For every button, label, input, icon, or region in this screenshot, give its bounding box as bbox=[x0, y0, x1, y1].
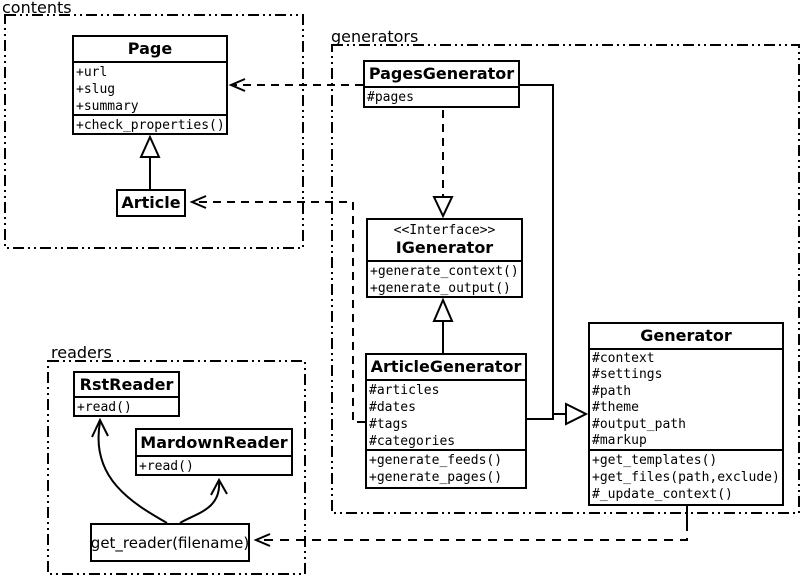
class-page: Page +url +slug +summary +check_properti… bbox=[72, 35, 228, 135]
generator-to-getreader-dependency-arrowhead bbox=[253, 533, 271, 547]
function-get-reader: get_reader(filename) bbox=[90, 523, 250, 562]
attribute: +url bbox=[76, 65, 108, 80]
class-page-title: Page bbox=[127, 39, 173, 58]
generator-inheritance-triangle bbox=[565, 402, 589, 426]
class-mardownreader-methods: +read() bbox=[137, 455, 291, 474]
method: +check_properties() bbox=[76, 118, 225, 133]
class-igenerator-methods: +generate_context() +generate_output() bbox=[368, 260, 521, 296]
pagesgenerator-to-page-dependency-arrowhead bbox=[228, 78, 246, 92]
class-rstreader-title: RstReader bbox=[79, 374, 174, 394]
attribute: #dates bbox=[369, 400, 416, 415]
class-generator-attributes: #context #settings #path #theme #output_… bbox=[590, 348, 782, 449]
attribute: #categories bbox=[369, 434, 456, 449]
method: +read() bbox=[77, 400, 132, 415]
article-to-page-inheritance-triangle bbox=[139, 134, 161, 158]
attribute: #articles bbox=[369, 383, 440, 398]
method: +get_files(path,exclude) bbox=[592, 470, 780, 485]
class-mardownreader: MardownReader +read() bbox=[135, 428, 293, 476]
attribute: #path bbox=[592, 383, 632, 399]
method: +read() bbox=[139, 459, 194, 474]
method: +generate_context() bbox=[370, 264, 519, 279]
package-readers-border bbox=[47, 360, 306, 575]
attribute: #context bbox=[592, 351, 655, 366]
class-generator: Generator #context #settings #path #them… bbox=[588, 322, 784, 506]
articlegenerator-to-article-dependency-line bbox=[194, 201, 365, 423]
method: +get_templates() bbox=[592, 453, 718, 468]
getreader-to-mardownreader-arrowhead bbox=[210, 477, 228, 496]
package-contents-label: contents bbox=[2, 0, 72, 17]
getreader-to-mardownreader-curve bbox=[179, 481, 221, 524]
class-pagesgenerator: PagesGenerator #pages bbox=[363, 60, 520, 108]
class-igenerator-stereotype: <<Interface>> bbox=[393, 223, 496, 238]
method: #_update_context() bbox=[592, 487, 733, 502]
class-rstreader: RstReader +read() bbox=[73, 371, 180, 417]
class-articlegenerator-title: ArticleGenerator bbox=[370, 357, 522, 376]
class-igenerator-name: IGenerator bbox=[395, 238, 494, 257]
package-readers-label: readers bbox=[51, 343, 112, 362]
class-generator-methods: +get_templates() +get_files(path,exclude… bbox=[590, 449, 782, 504]
pagesgenerator-to-igenerator-realization-triangle bbox=[432, 196, 454, 219]
package-contents-border bbox=[4, 14, 304, 249]
class-article: Article bbox=[116, 189, 186, 217]
class-article-title: Article bbox=[121, 193, 181, 212]
class-generator-title: Generator bbox=[640, 326, 732, 345]
class-articlegenerator: ArticleGenerator #articles #dates #tags … bbox=[365, 353, 527, 489]
attribute: #settings bbox=[592, 367, 663, 383]
function-get-reader-label: get_reader(filename) bbox=[90, 533, 250, 552]
attribute: #output_path bbox=[592, 416, 686, 432]
class-page-methods: +check_properties() bbox=[74, 114, 226, 133]
getreader-to-rstreader-curve bbox=[97, 421, 168, 524]
attribute: #pages bbox=[367, 90, 414, 105]
package-generators-border bbox=[331, 44, 800, 514]
attribute: +summary bbox=[76, 99, 139, 114]
articlegenerator-to-article-dependency-arrowhead bbox=[189, 195, 207, 209]
method: +generate_feeds() bbox=[369, 453, 503, 468]
pagesgenerator-to-generator-inheritance-line bbox=[520, 84, 566, 415]
attribute: #markup bbox=[592, 433, 647, 449]
class-pagesgenerator-title: PagesGenerator bbox=[368, 64, 515, 83]
class-mardownreader-title: MardownReader bbox=[140, 432, 288, 452]
class-pagesgenerator-attributes: #pages bbox=[365, 86, 518, 106]
articlegenerator-to-generator-inheritance-line bbox=[527, 414, 554, 420]
class-articlegenerator-methods: +generate_feeds() +generate_pages() bbox=[367, 449, 525, 487]
attribute: +slug bbox=[76, 82, 116, 97]
class-rstreader-methods: +read() bbox=[75, 396, 178, 415]
class-articlegenerator-attributes: #articles #dates #tags #categories bbox=[367, 379, 525, 449]
articlegenerator-to-igenerator-inheritance-triangle bbox=[432, 297, 454, 322]
package-generators-label: generators bbox=[331, 27, 419, 46]
class-page-attributes: +url +slug +summary bbox=[74, 61, 226, 114]
getreader-to-rstreader-arrowhead bbox=[91, 417, 109, 438]
class-igenerator: <<Interface>> IGenerator +generate_conte… bbox=[366, 218, 523, 298]
class-igenerator-title: <<Interface>> IGenerator bbox=[368, 220, 521, 260]
method: +generate_pages() bbox=[369, 470, 503, 485]
attribute: #theme bbox=[592, 400, 639, 416]
attribute: #tags bbox=[369, 417, 409, 432]
method: +generate_output() bbox=[370, 281, 511, 296]
generator-to-getreader-dependency-line bbox=[258, 522, 688, 541]
